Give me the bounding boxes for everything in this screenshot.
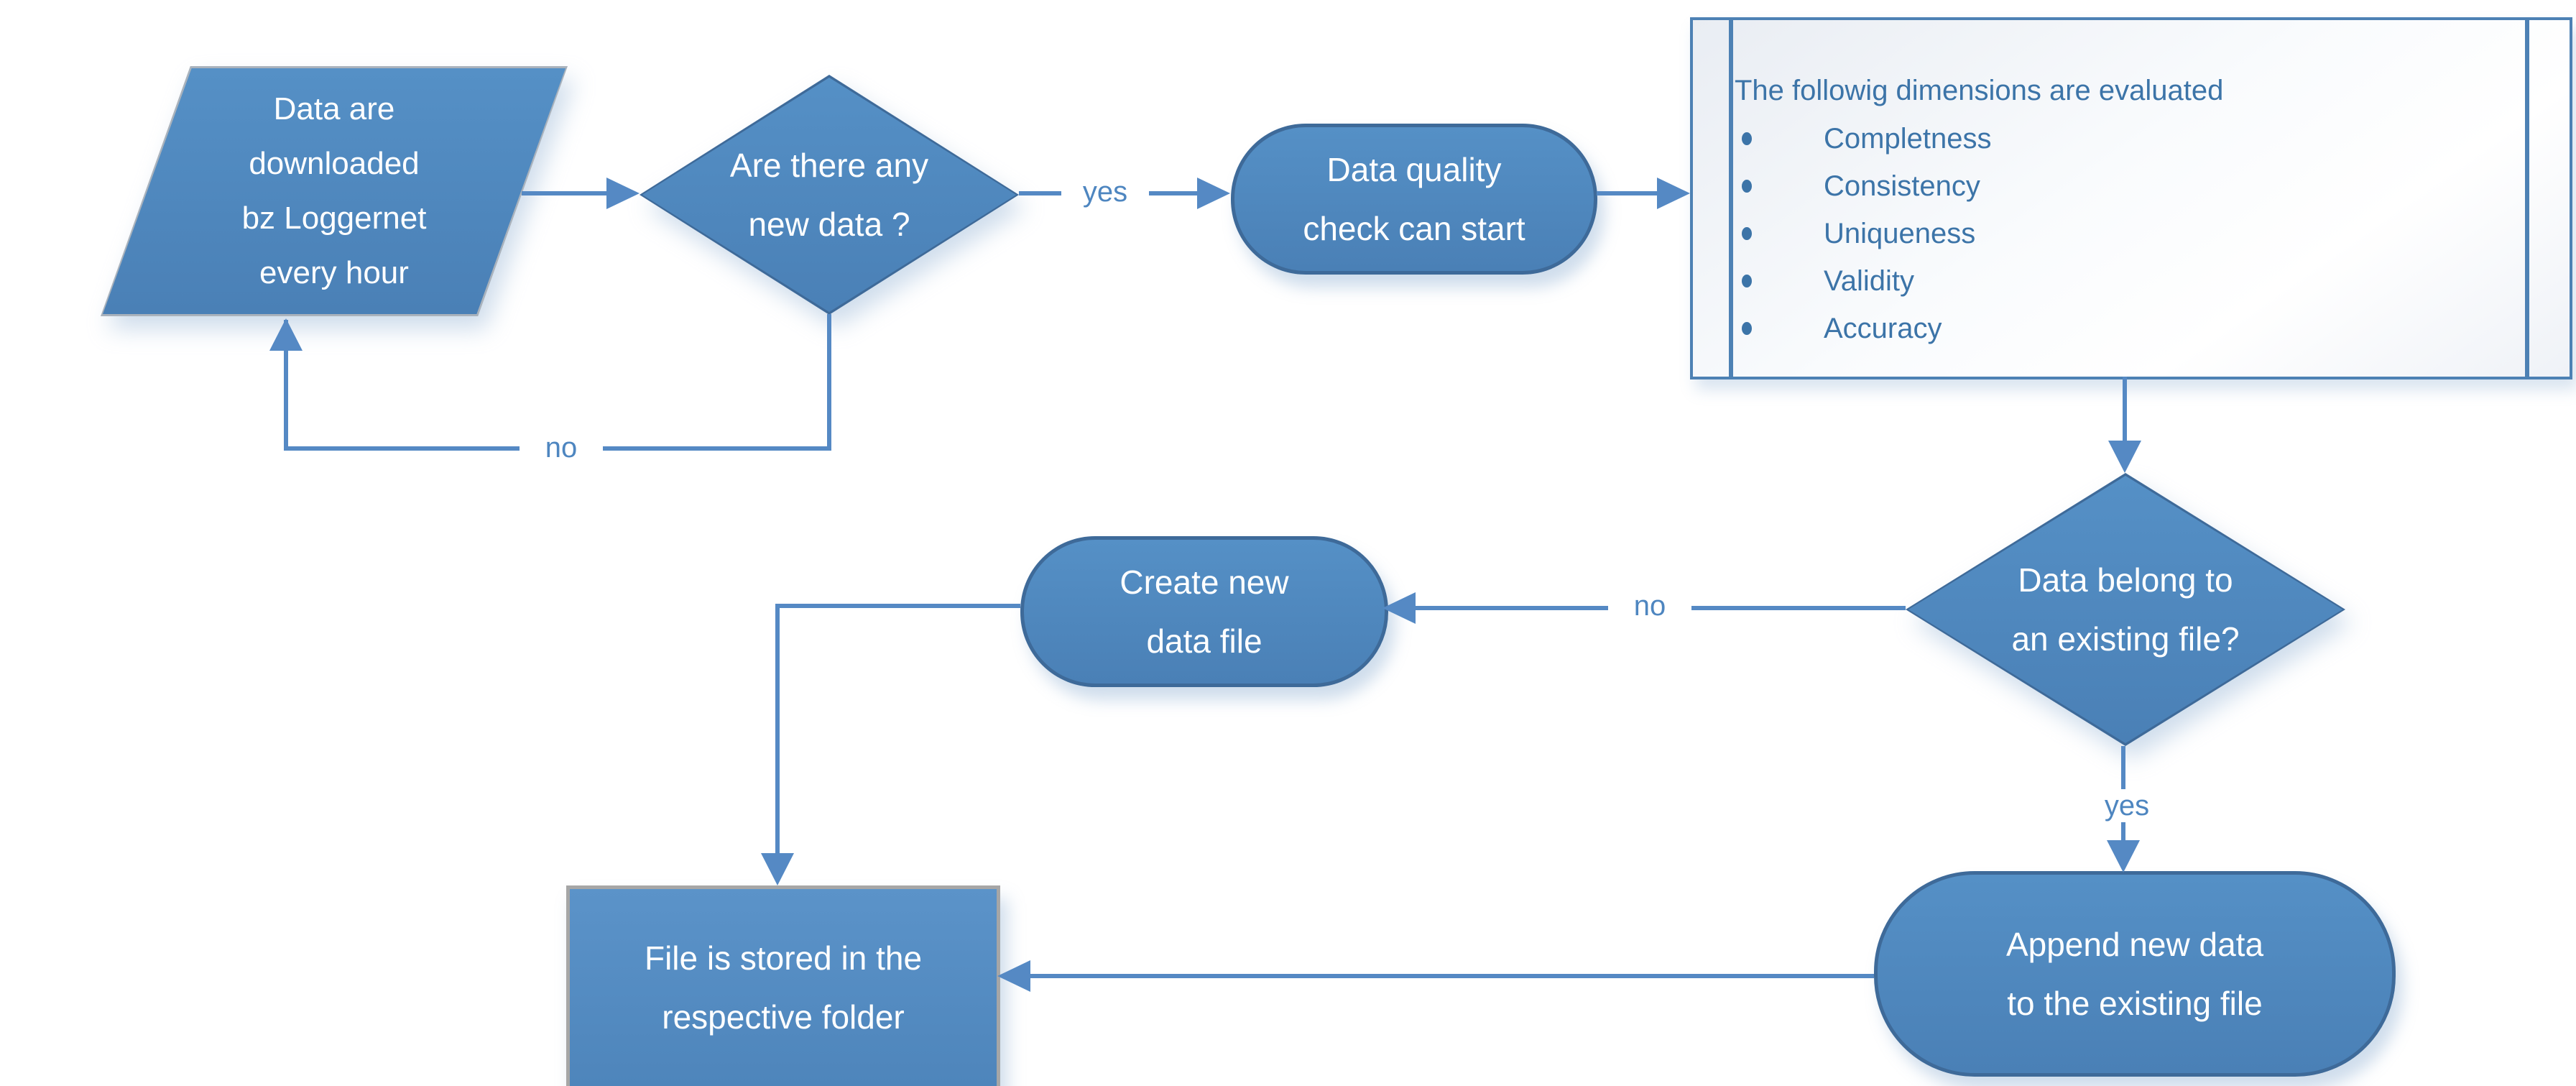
- bullet-dot: [1742, 180, 1752, 193]
- node-text-line: check can start: [1303, 210, 1525, 247]
- node-text-line: respective folder: [662, 998, 905, 1036]
- node-text-line: data file: [1146, 622, 1262, 660]
- connector-append-store: [1030, 974, 1874, 978]
- node-text-line: new data ?: [748, 206, 910, 243]
- arrowhead-right: [1657, 178, 1690, 209]
- connector-box-decision2: [2123, 377, 2127, 443]
- node-create-file: Create new data file: [1020, 536, 1388, 687]
- node-decision-existing-file: Data belong to an existing file?: [1906, 473, 2345, 746]
- dimensions-list: Completness Consistency Uniqueness Valid…: [1735, 115, 2548, 352]
- node-text-line: Create new: [1120, 563, 1289, 601]
- node-text: Are there any new data ?: [640, 75, 1019, 315]
- arrowhead-right: [606, 178, 640, 209]
- edge-label-no-new-data: no: [520, 431, 603, 464]
- node-text: Create new data file: [1024, 540, 1385, 684]
- arrowhead-left: [997, 960, 1030, 992]
- list-item: Accuracy: [1735, 305, 2548, 352]
- connector-create-store-h: [777, 604, 1020, 608]
- list-item-label: Uniqueness: [1824, 217, 1976, 249]
- connector-no-loop-up: [284, 320, 288, 451]
- list-item: Validity: [1735, 257, 2548, 305]
- node-text-line: Data are: [273, 91, 395, 126]
- list-item: Completness: [1735, 115, 2548, 162]
- edge-label-no-existing: no: [1608, 589, 1691, 622]
- node-text-line: File is stored in the: [644, 939, 923, 977]
- node-text-line: Data belong to: [2018, 561, 2233, 599]
- connector-no-loop-down: [827, 314, 831, 451]
- arrowhead-up: [269, 318, 303, 351]
- connector-start-decision1: [522, 191, 609, 195]
- connector-quality-box: [1597, 191, 1660, 195]
- edge-label-yes-new-data: yes: [1061, 175, 1149, 208]
- connector-create-store-v: [775, 604, 780, 855]
- node-append-data: Append new data to the existing file: [1874, 871, 2396, 1077]
- arrowhead-left: [1382, 592, 1416, 624]
- node-text: Data quality check can start: [1234, 127, 1594, 271]
- node-text-line: Are there any: [729, 147, 929, 184]
- node-data-downloaded: Data are downloaded bz Loggernet every h…: [101, 66, 568, 316]
- bullet-dot: [1742, 322, 1752, 335]
- arrowhead-right: [1197, 178, 1230, 209]
- node-text: File is stored in the respective folder: [570, 889, 997, 1086]
- arrowhead-down: [2107, 840, 2140, 873]
- bullet-dot: [1742, 275, 1752, 287]
- node-quality-check: Data quality check can start: [1231, 124, 1597, 275]
- node-text-line: bz Loggernet: [241, 201, 427, 236]
- node-text-line: to the existing file: [2007, 985, 2263, 1022]
- inner-bar-left: [1729, 20, 1733, 377]
- edge-label-yes-existing: yes: [2082, 789, 2171, 822]
- arrowhead-down: [2108, 441, 2141, 473]
- arrowhead-down: [761, 853, 794, 885]
- list-item-label: Accuracy: [1824, 312, 1942, 344]
- node-text-line: an existing file?: [2011, 620, 2240, 658]
- node-text-line: every hour: [259, 255, 409, 290]
- node-store-file: File is stored in the respective folder: [566, 885, 1000, 1086]
- list-item: Consistency: [1735, 162, 2548, 210]
- inner-bar-right: [2525, 20, 2529, 377]
- bullet-dot: [1742, 132, 1752, 145]
- node-dimensions-box: The followig dimensions are evaluated Co…: [1690, 17, 2572, 379]
- list-item: Uniqueness: [1735, 210, 2548, 257]
- list-item-label: Completness: [1824, 122, 1992, 155]
- node-text-line: Append new data: [2005, 926, 2264, 963]
- node-text-line: Data quality: [1326, 151, 1502, 188]
- list-item-label: Consistency: [1824, 170, 1980, 202]
- parallelogram-fill: [103, 68, 565, 314]
- bullet-dot: [1742, 227, 1752, 240]
- node-text: Data are downloaded bz Loggernet every h…: [101, 66, 568, 316]
- node-text-line: downloaded: [249, 146, 420, 181]
- list-item-label: Validity: [1824, 264, 1914, 297]
- dimensions-title: The followig dimensions are evaluated: [1735, 75, 2224, 106]
- node-decision-new-data: Are there any new data ?: [640, 75, 1019, 315]
- node-text: Data belong to an existing file?: [1906, 473, 2345, 746]
- node-text: Append new data to the existing file: [1878, 875, 2392, 1073]
